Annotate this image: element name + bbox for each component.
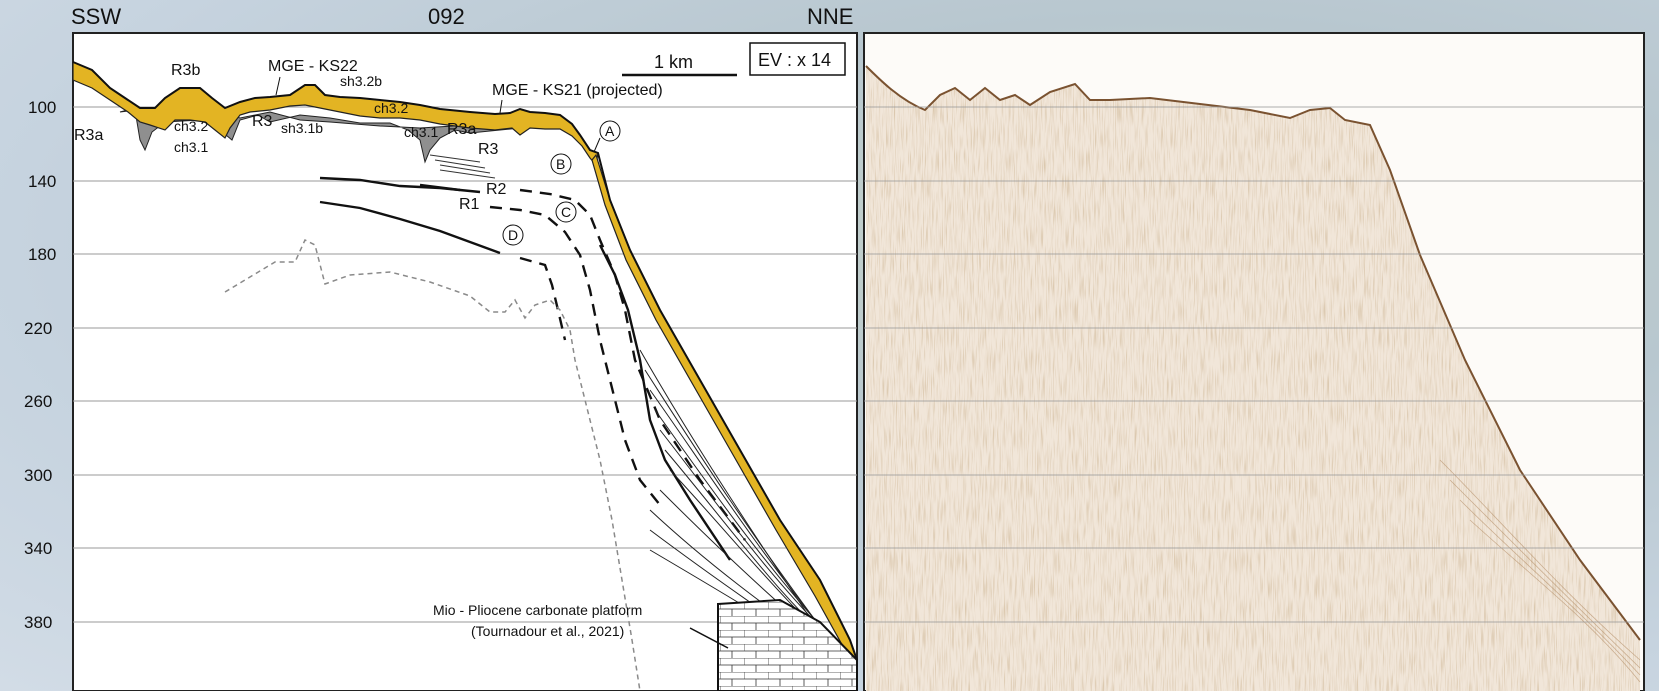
svg-text:D: D	[508, 227, 518, 243]
marker-b: B	[550, 153, 572, 175]
label-ch31-left: ch3.1	[174, 139, 208, 155]
carbonate-platform-fill	[717, 598, 858, 691]
label-r3a-left: R3a	[74, 127, 103, 144]
reflector-d	[319, 200, 501, 255]
reflector-deep-solid	[598, 244, 731, 561]
platform-label: Mio - Pliocene carbonate platform	[433, 602, 642, 618]
label-r3a-right: R3a	[447, 121, 476, 138]
y-tick-300: 300	[24, 466, 52, 485]
label-ch32-right: ch3.2	[374, 100, 408, 116]
y-tick-260: 260	[24, 392, 52, 411]
exaggeration-label: EV : x 14	[758, 50, 831, 70]
y-tick-140: 140	[28, 172, 56, 191]
label-sh32b: sh3.2b	[340, 73, 382, 89]
direction-ssw: SSW	[71, 4, 122, 29]
scale-bar-label: 1 km	[654, 52, 693, 72]
label-r3-left: R3	[252, 113, 273, 130]
label-r2: R2	[486, 181, 507, 198]
profile-id: 092	[428, 4, 465, 29]
svg-text:B: B	[556, 156, 565, 172]
label-sh31b: sh3.1b	[281, 120, 323, 136]
label-r3b: R3b	[171, 62, 200, 79]
y-tick-220: 220	[24, 319, 52, 338]
exaggeration-box	[749, 42, 846, 76]
y-tick-340: 340	[24, 539, 52, 558]
seismic-clinoforms	[1439, 459, 1641, 683]
marker-a: A	[599, 120, 621, 142]
reflector-r1	[419, 183, 461, 192]
label-r1: R1	[459, 196, 480, 213]
svg-text:A: A	[605, 123, 615, 139]
platform-leader	[689, 627, 729, 649]
y-tick-100: 100	[28, 98, 56, 117]
y-tick-180: 180	[28, 245, 56, 264]
svg-text:C: C	[561, 204, 571, 220]
label-ch32-left: ch3.2	[174, 118, 208, 134]
label-core-ks21: MGE - KS21 (projected)	[492, 82, 663, 99]
seismic-seafloor	[865, 65, 1641, 641]
marker-c: C	[555, 201, 577, 223]
label-ch31-right: ch3.1	[404, 124, 438, 140]
y-tick-380: 380	[24, 613, 52, 632]
label-core-ks22: MGE - KS22	[268, 58, 358, 75]
marker-d: D	[502, 224, 524, 246]
seafloor-line	[72, 61, 858, 661]
reflector-grey-dashed	[224, 238, 641, 691]
reflector-d-dashed	[519, 256, 567, 341]
platform-citation: (Tournadour et al., 2021)	[471, 623, 624, 639]
interpretation-panel	[72, 32, 858, 691]
direction-nne: NNE	[807, 4, 854, 29]
reflector-r1-dashed	[489, 205, 661, 506]
label-r3-right: R3	[478, 141, 499, 158]
internal-beds	[429, 154, 496, 179]
